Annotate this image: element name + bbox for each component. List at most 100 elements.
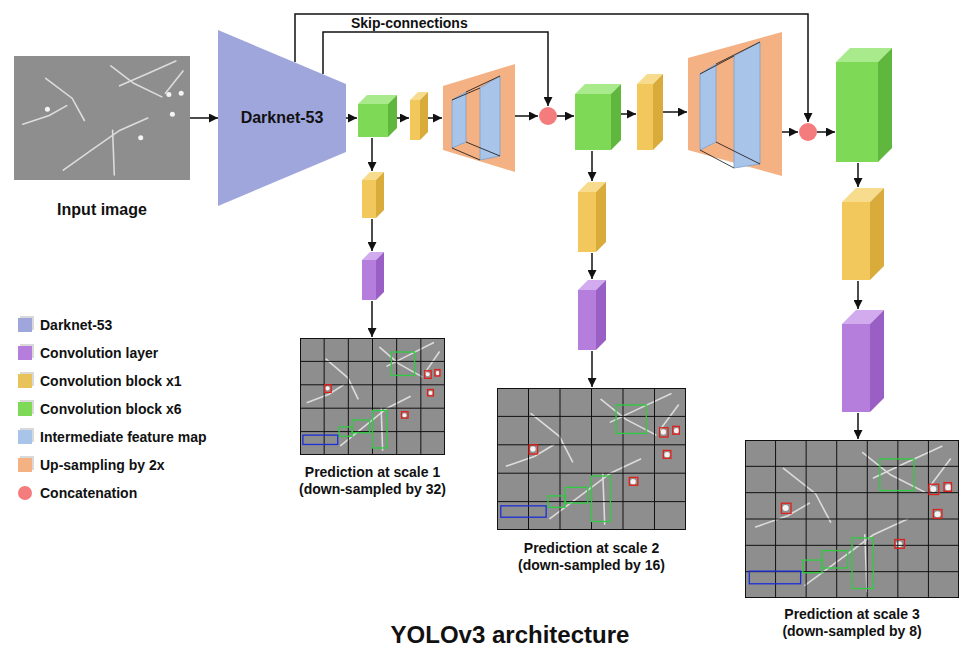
legend-text: Convolution layer (40, 345, 158, 361)
upsample-block-part (716, 142, 760, 164)
cell-body (179, 91, 184, 96)
upsample-block-part (452, 148, 480, 160)
flow-arrows-part (591, 351, 593, 387)
input-micrograph (14, 56, 190, 180)
upsample-block-part (700, 56, 734, 74)
detection-box (352, 420, 369, 433)
detection-box (673, 426, 680, 434)
input-image-node: Input image (14, 56, 190, 220)
flow-arrows-part (663, 111, 687, 113)
detection-box (880, 459, 914, 491)
grid-line (685, 388, 686, 530)
legend-text: Intermediate feature map (40, 429, 207, 445)
convolution-block-x1-part (420, 92, 428, 140)
backbone-label-wrap: Darknet-53 (218, 30, 346, 206)
prediction-node: Prediction at scale 1 (down-sampled by 3… (283, 338, 463, 498)
cell-body (45, 107, 50, 112)
legend-text: Concatenation (40, 485, 137, 501)
scale-caption: Prediction at scale 1 (down-sampled by 3… (283, 464, 463, 498)
neuron-streak (307, 385, 343, 403)
legend-row: Up-sampling by 2x (18, 451, 207, 479)
detection-box (402, 412, 409, 418)
flow-arrows-part (857, 281, 859, 309)
convolution-block-x1-part (376, 172, 384, 218)
convolution-block-x6-part (575, 94, 611, 150)
concatenation-circle (539, 107, 817, 141)
convolution-block-x1-part (578, 192, 596, 252)
grid-line (745, 440, 959, 441)
detection-box (592, 476, 611, 521)
flow-arrows-part (557, 115, 574, 117)
convolution-block-x6-part (388, 95, 397, 137)
cell-body (896, 541, 902, 547)
scale-caption: Prediction at scale 3 (down-sampled by 8… (762, 606, 942, 640)
convolution-block-x6-part (836, 62, 878, 162)
detection-box (933, 510, 942, 519)
grid-line (300, 454, 445, 455)
grid-line (324, 338, 325, 455)
grid-line (745, 492, 959, 493)
upsample-block-part (734, 42, 760, 168)
detection-box (749, 571, 800, 584)
prediction-grid (300, 338, 445, 455)
skip-connection-label: Skip-connections (349, 16, 470, 30)
neuron-streak (550, 459, 641, 519)
detection-box (435, 370, 440, 376)
legend-text: Darknet-53 (40, 317, 112, 333)
neuron-streak (873, 446, 942, 478)
upsample-block-part (466, 142, 500, 156)
flow-arrows-part (346, 117, 357, 119)
grid-line (654, 388, 655, 530)
trapezoid-fill (218, 30, 346, 206)
convolution-block-x6 (358, 48, 892, 162)
legend-row: Convolution block x6 (18, 395, 207, 423)
grid-line (420, 338, 421, 455)
cell-body (945, 484, 951, 490)
upsample-block-part (688, 32, 782, 176)
neuron-streak (23, 106, 67, 125)
detection-box (325, 385, 332, 393)
cell-body (428, 391, 432, 395)
detection-box (929, 484, 939, 494)
concatenation-circle-part (799, 123, 817, 141)
grid-line (300, 338, 301, 455)
convolution-block-x6-part (611, 84, 621, 150)
detection-box (391, 352, 414, 375)
grid-line (396, 338, 397, 455)
cell-body (630, 479, 635, 484)
flow-arrows-part (397, 117, 409, 119)
detection-box (425, 371, 432, 379)
legend-row: Concatenation (18, 479, 207, 507)
convolution-layer-part (578, 290, 596, 350)
neuron-streak (63, 118, 148, 170)
neuron-streak (341, 397, 411, 446)
legend-row: Darknet-53 (18, 311, 207, 339)
legend-swatch (18, 374, 32, 388)
detection-box (565, 487, 588, 503)
detection-box (822, 551, 848, 568)
flow-arrows-part (371, 138, 373, 171)
detection-box (303, 435, 338, 444)
image-caption: Input image (14, 200, 190, 220)
cell-body (170, 112, 175, 117)
upsample-block-part (452, 88, 480, 100)
grid-line (497, 473, 686, 474)
cell-body (166, 92, 171, 97)
detection-box (428, 389, 434, 395)
legend: Darknet-53Convolution layerConvolution b… (18, 311, 207, 507)
neuron-streak (507, 445, 554, 466)
convolution-block-x1-part (410, 100, 420, 140)
flow-arrows-part (591, 151, 593, 181)
grid-line (300, 361, 445, 362)
flow-arrows-part (515, 115, 538, 117)
scale-caption: Prediction at scale 2 (down-sampled by 1… (502, 540, 682, 574)
upsample-block-part (466, 76, 500, 92)
legend-swatch (18, 458, 32, 472)
grid-line (623, 388, 624, 530)
convolution-layer-part (870, 310, 884, 412)
cell-body (530, 446, 535, 451)
neuron-streak (387, 343, 433, 366)
convolution-block-x1-part (596, 182, 606, 252)
cell-body (138, 135, 143, 140)
